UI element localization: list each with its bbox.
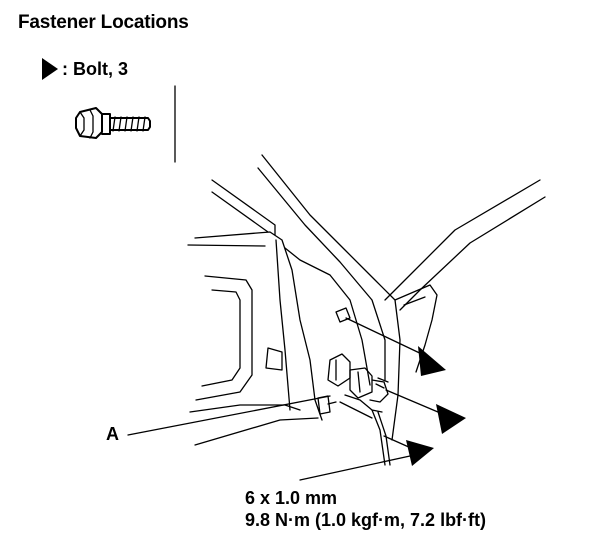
spec-leader [299, 455, 411, 481]
bolt-leader-2 [385, 389, 446, 416]
bolt-marker-3 [406, 440, 434, 466]
vehicle-pillar-outline [187, 154, 546, 446]
bolt-illustration [75, 107, 151, 139]
bolt-marker-icon [42, 58, 58, 80]
bolt-marker-1 [418, 346, 446, 376]
legend-label: : Bolt, 3 [62, 58, 128, 79]
bolt-marker-2 [436, 404, 466, 434]
callout-a-leader [127, 395, 331, 436]
bolt-size-spec: 6 x 1.0 mm [245, 488, 338, 508]
bolt-leader-1 [345, 317, 429, 358]
callout-a-label: A [106, 424, 119, 444]
legend-bolt: : Bolt, 3 [42, 58, 128, 80]
diagram-title: Fastener Locations [18, 12, 189, 33]
torque-spec: 9.8 N·m (1.0 kgf·m, 7.2 lbf·ft) [245, 510, 487, 530]
connector-assembly [317, 307, 391, 466]
